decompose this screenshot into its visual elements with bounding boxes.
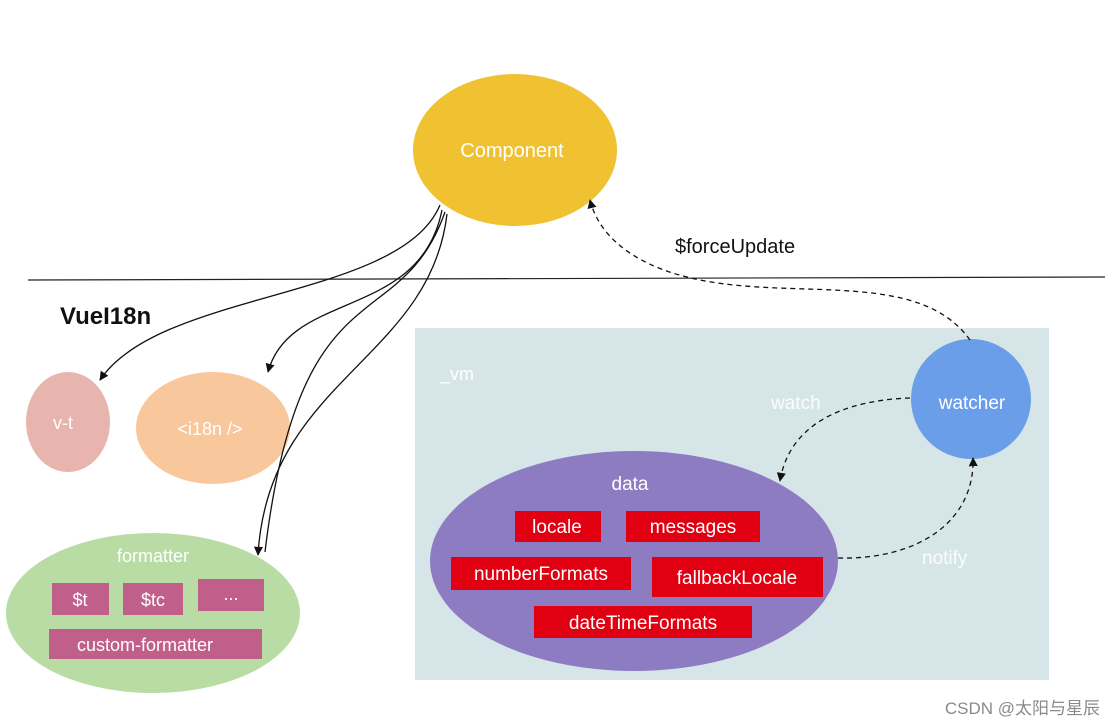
svg-text:locale: locale — [532, 517, 582, 538]
edge-watcher-component — [587, 199, 971, 341]
component-node — [413, 74, 617, 226]
vm-label: _vm — [439, 364, 474, 385]
vt-node — [26, 372, 110, 472]
edge-component-formatter-1 — [264, 211, 446, 553]
edge-component-vt — [99, 204, 441, 381]
notify-label: notify — [922, 548, 968, 569]
i18n-node — [136, 372, 290, 484]
svg-text:...: ... — [223, 584, 238, 604]
component-label: Component — [460, 140, 564, 162]
vt-label: v-t — [53, 413, 73, 433]
formatter-item-more: ... — [198, 579, 264, 611]
vuei18n-title: VueI18n — [60, 303, 151, 330]
formatter-item-custom: custom-formatter — [49, 629, 262, 659]
edge-watcher-data — [776, 397, 911, 482]
svg-text:fallbackLocale: fallbackLocale — [677, 568, 797, 589]
divider-line — [27, 276, 1106, 281]
svg-text:dateTimeFormats: dateTimeFormats — [569, 613, 717, 634]
edge-component-formatter-2 — [253, 213, 448, 556]
data-item-locale: locale — [515, 511, 601, 542]
data-label: data — [612, 474, 649, 495]
watch-label: watch — [770, 393, 821, 414]
data-item-messages: messages — [626, 511, 760, 542]
svg-text:messages: messages — [650, 517, 737, 538]
watermark: CSDN @太阳与星辰 — [945, 699, 1100, 718]
data-item-datetimeformats: dateTimeFormats — [534, 606, 752, 638]
watcher-node — [911, 339, 1031, 459]
edge-data-watcher — [837, 457, 978, 559]
formatter-label: formatter — [117, 546, 189, 566]
data-item-fallbacklocale: fallbackLocale — [652, 557, 823, 597]
svg-text:numberFormats: numberFormats — [474, 564, 608, 585]
force-update-label: $forceUpdate — [675, 236, 795, 258]
data-item-numberformats: numberFormats — [451, 557, 631, 590]
watcher-label: watcher — [938, 393, 1006, 414]
i18n-label: <i18n /> — [177, 419, 242, 439]
formatter-item-tc: $tc — [123, 583, 183, 615]
svg-text:$t: $t — [72, 590, 87, 610]
svg-text:custom-formatter: custom-formatter — [77, 635, 213, 655]
svg-text:$tc: $tc — [141, 590, 165, 610]
formatter-item-t: $t — [52, 583, 109, 615]
edge-component-i18n — [265, 209, 443, 373]
